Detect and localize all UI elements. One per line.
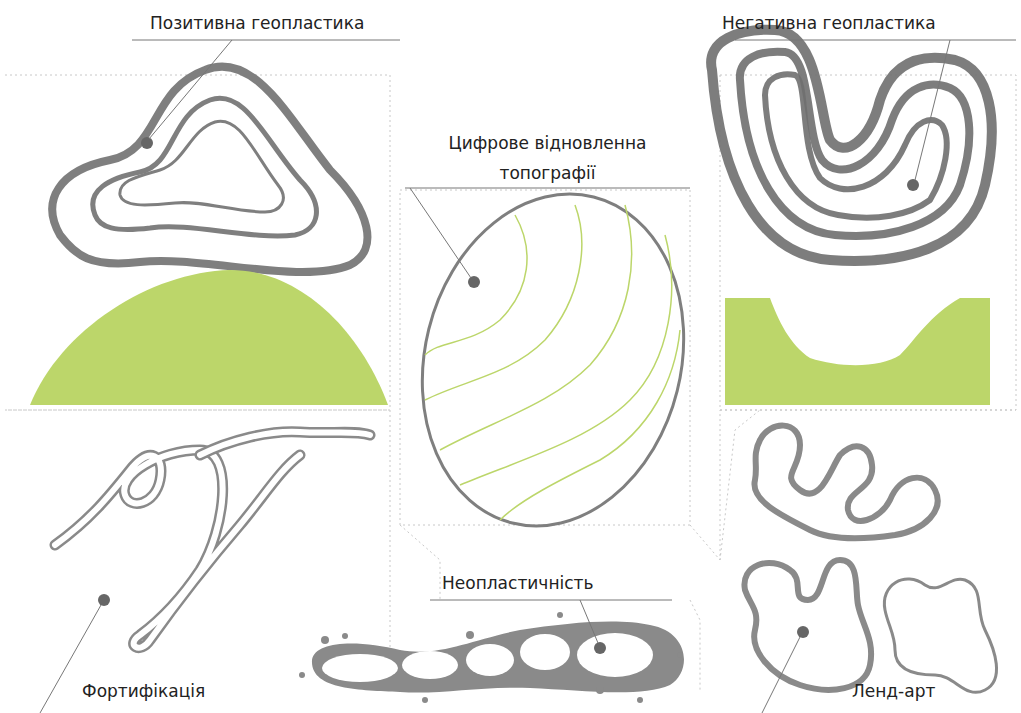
leader-label: Неопластичність — [442, 568, 594, 598]
leader-label: Фортифікація — [82, 676, 205, 706]
fortification-lines — [55, 432, 370, 648]
callout-dot — [797, 626, 809, 638]
callout-dot — [594, 642, 606, 654]
positive-contours — [52, 66, 367, 271]
hill-profile — [30, 270, 388, 405]
neoplastic-band — [299, 612, 684, 703]
topo-lines — [425, 205, 680, 520]
leader-lines — [40, 40, 1016, 713]
land-art-blobs — [744, 426, 996, 693]
callout-dot — [907, 179, 919, 191]
topo-outline — [388, 166, 718, 554]
callout-dot — [468, 276, 480, 288]
leader-label: Негативна геопластика — [722, 8, 936, 38]
leader-label: Ленд-арт — [852, 676, 935, 706]
negative-contours — [711, 30, 992, 261]
leader-label: Цифрове відновленна топографії — [415, 128, 680, 188]
valley-profile — [725, 298, 990, 405]
callout-dot — [141, 137, 153, 149]
callout-dot — [98, 594, 110, 606]
panel-frames — [5, 75, 1016, 690]
leader-label: Позитивна геопластика — [150, 8, 364, 38]
